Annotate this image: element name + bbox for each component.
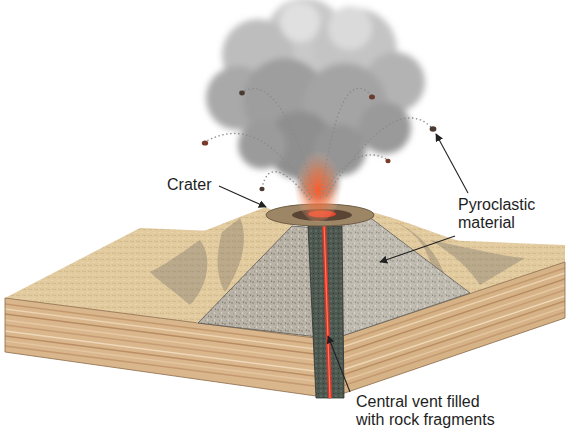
bomb-trail	[205, 88, 432, 200]
label-text: Central vent filled with rock fragments	[356, 393, 506, 429]
volcanic-bomb	[202, 91, 437, 192]
label-text: Crater	[167, 176, 211, 194]
leader-line	[219, 134, 468, 392]
central-vent	[308, 222, 344, 398]
label-text: Pyroclastic material	[458, 196, 558, 232]
